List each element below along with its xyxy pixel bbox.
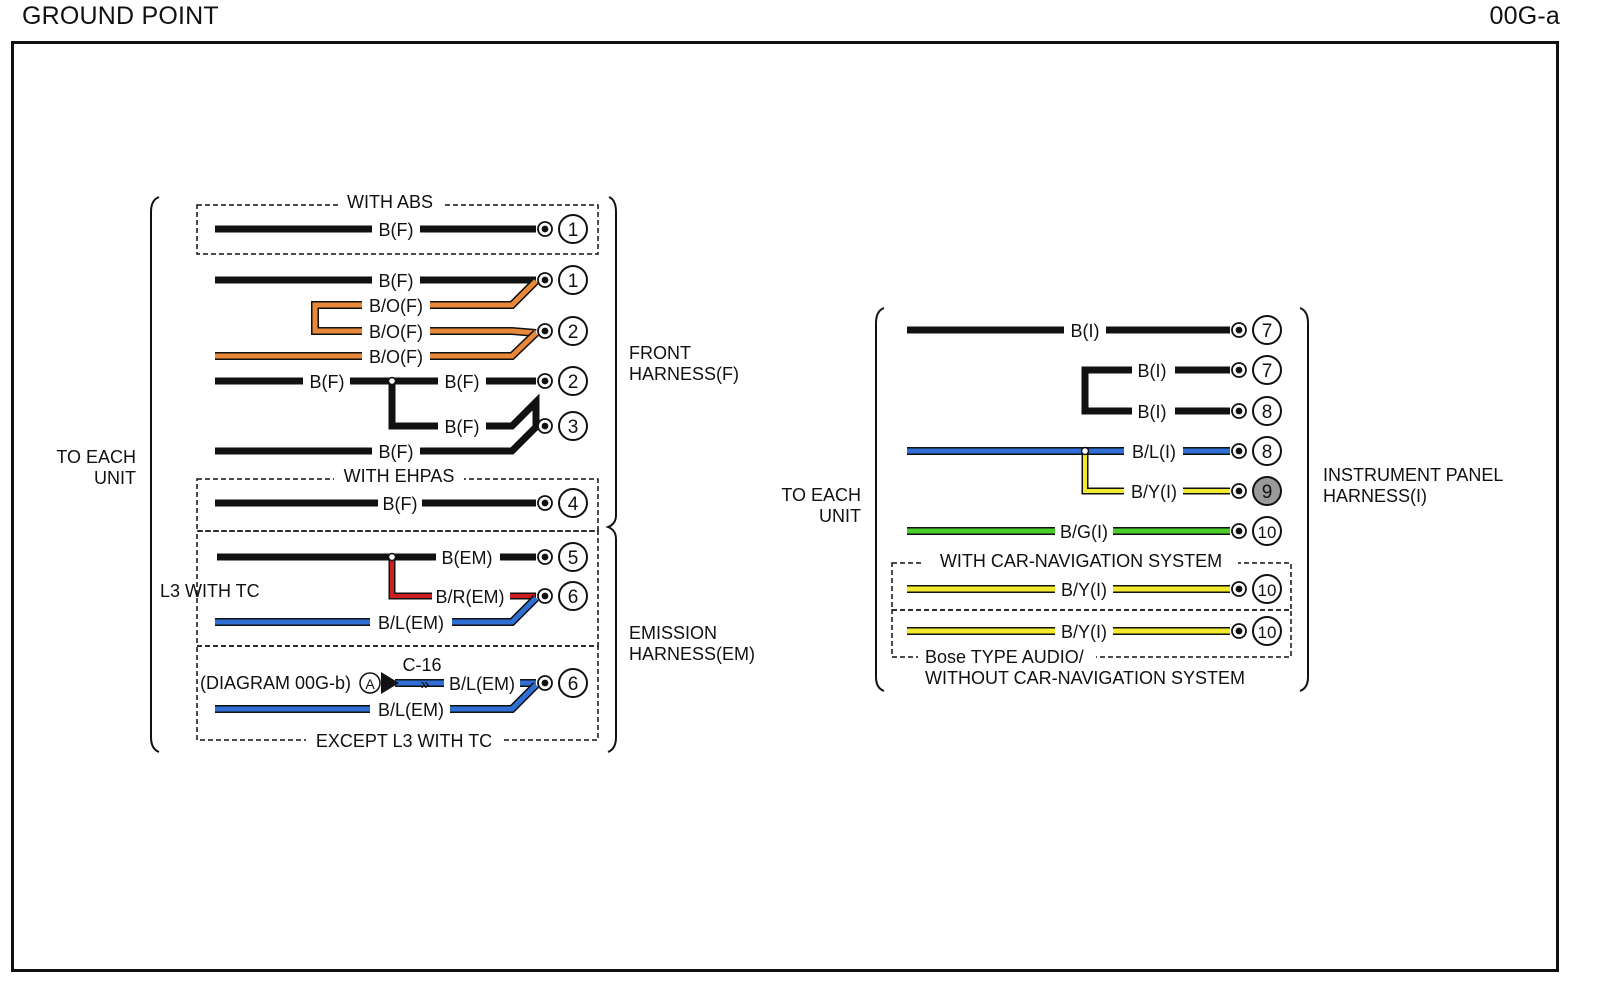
wire-label: B/G(I) xyxy=(1060,522,1108,542)
front-harness-bracket xyxy=(605,196,617,753)
splice-point xyxy=(387,552,397,562)
wire-label: B(F) xyxy=(310,372,345,392)
wire-label: B(EM) xyxy=(442,548,493,568)
ground-symbols-left xyxy=(537,221,553,691)
terminal-number: 10 xyxy=(1258,523,1277,542)
wire-label: B(F) xyxy=(379,271,414,291)
terminal-number: 7 xyxy=(1262,361,1273,382)
terminal-number: 1 xyxy=(568,220,579,241)
splice-point xyxy=(387,376,397,386)
terminal-number: 2 xyxy=(568,322,579,343)
with-ehpas-label: WITH EHPAS xyxy=(344,466,455,486)
wire-label: B(F) xyxy=(445,417,480,437)
terminal-number: 8 xyxy=(1262,442,1273,463)
except-l3-label: EXCEPT L3 WITH TC xyxy=(316,731,492,751)
terminal-number: 3 xyxy=(568,417,579,438)
splice-point xyxy=(1080,446,1090,456)
terminal-number: 6 xyxy=(568,674,579,695)
wire-bo-group xyxy=(215,278,539,360)
wire-label: B(F) xyxy=(383,494,418,514)
connector-id-label: C-16 xyxy=(402,655,441,675)
wire-label: B(I) xyxy=(1138,402,1167,422)
wire-label: B(I) xyxy=(1071,321,1100,341)
wire-label: B/R(EM) xyxy=(436,587,505,607)
wire-label: B(F) xyxy=(445,372,480,392)
wire-label: B/L(EM) xyxy=(378,613,444,633)
wire-label: B/O(F) xyxy=(369,347,423,367)
emission-harness-label: EMISSION xyxy=(629,623,717,643)
except-l3-box xyxy=(196,645,599,741)
diagram-frame xyxy=(11,41,1559,972)
wire-label: B/O(F) xyxy=(369,296,423,316)
connector-ref-circle xyxy=(359,672,381,694)
terminal-number: 2 xyxy=(568,372,579,393)
wire-label: B/L(EM) xyxy=(378,700,444,720)
front-harness-label: FRONT xyxy=(629,343,691,363)
terminal-number: 6 xyxy=(568,587,579,608)
terminal-number: 8 xyxy=(1262,402,1273,423)
terminal-number: 9 xyxy=(1262,482,1273,503)
page-title: GROUND POINT xyxy=(22,2,219,30)
bose-audio-label: Bose TYPE AUDIO/ xyxy=(925,647,1084,667)
car-nav-box xyxy=(891,562,1292,611)
wire-label: B(F) xyxy=(379,220,414,240)
to-each-unit-left: TO EACH xyxy=(56,447,136,467)
terminal-number: 10 xyxy=(1258,581,1277,600)
to-each-unit-right: UNIT xyxy=(819,506,861,526)
wire-label: B/Y(I) xyxy=(1131,482,1177,502)
connector-chevron: » xyxy=(421,676,430,693)
instrument-panel-harness-label: HARNESS(I) xyxy=(1323,486,1427,506)
right-bracket-right xyxy=(1299,307,1309,692)
wire-label: B(F) xyxy=(379,442,414,462)
bose-box xyxy=(891,609,1292,658)
to-each-unit-left: UNIT xyxy=(94,468,136,488)
terminal-circles-right xyxy=(1252,315,1282,646)
car-nav-label: WITH CAR-NAVIGATION SYSTEM xyxy=(940,551,1222,571)
with-abs-label: WITH ABS xyxy=(347,192,433,212)
left-bracket-outer xyxy=(150,196,160,753)
wire-label: B/O(F) xyxy=(369,322,423,342)
wire-label: B/L(EM) xyxy=(449,674,515,694)
terminal-number: 1 xyxy=(568,271,579,292)
diagram-ref-label: (DIAGRAM 00G-b) xyxy=(200,673,351,693)
terminal-number: 5 xyxy=(568,548,579,569)
diagram-code: 00G-a xyxy=(1489,2,1560,30)
instrument-panel-harness-label: INSTRUMENT PANEL xyxy=(1323,465,1503,485)
front-harness-label: HARNESS(F) xyxy=(629,364,739,384)
ground-symbols-right xyxy=(1231,322,1247,639)
l3-with-tc-label: L3 WITH TC xyxy=(160,581,260,601)
wire-label: B/L(I) xyxy=(1132,442,1176,462)
wire-bf-3 xyxy=(215,424,539,455)
terminal-number: 10 xyxy=(1258,623,1277,642)
to-each-unit-right: TO EACH xyxy=(781,485,861,505)
emission-harness-label: HARNESS(EM) xyxy=(629,644,755,664)
terminal-number: 4 xyxy=(568,494,579,515)
wire-label: B/Y(I) xyxy=(1061,622,1107,642)
wire-label: B/Y(I) xyxy=(1061,580,1107,600)
terminal-number: 7 xyxy=(1262,321,1273,342)
connector-ref-letter: A xyxy=(365,676,375,692)
wire-bf-splice xyxy=(215,377,540,430)
right-bracket-left xyxy=(875,307,885,692)
bose-audio-label: WITHOUT CAR-NAVIGATION SYSTEM xyxy=(925,668,1245,688)
connector-arrow xyxy=(381,672,399,694)
wire-bi-loop xyxy=(1081,366,1230,415)
wire-label: B(I) xyxy=(1138,361,1167,381)
terminal-circles-left xyxy=(558,214,588,698)
